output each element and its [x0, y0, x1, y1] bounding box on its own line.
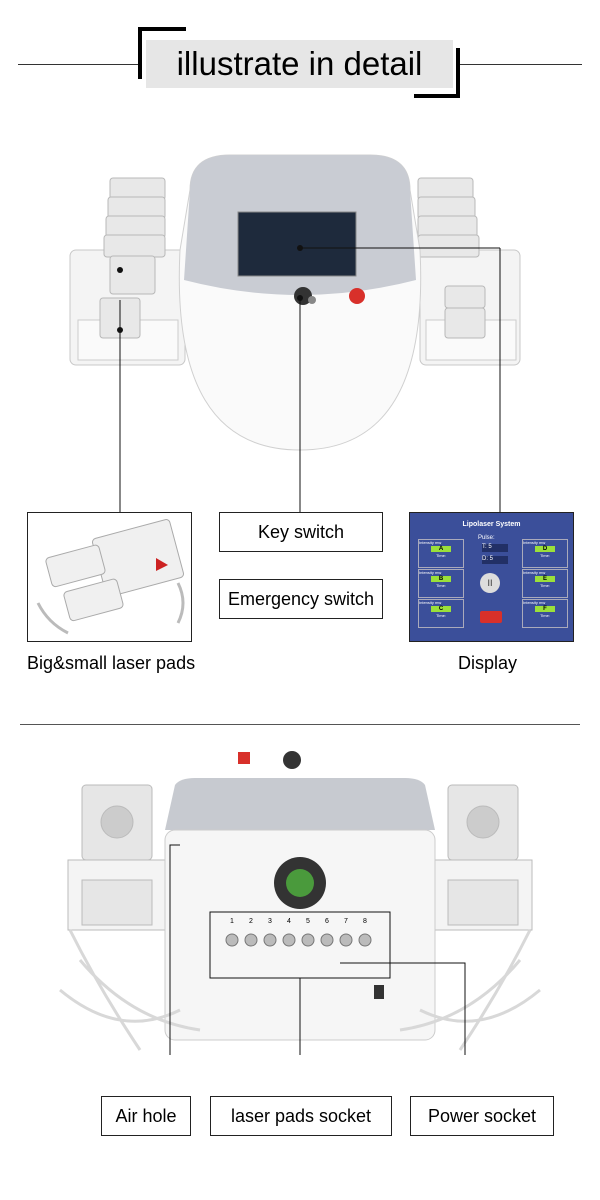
bracket-top: [138, 27, 186, 31]
laser-pad-socket: [301, 933, 315, 947]
screen-title: Lipolaser System: [462, 521, 521, 528]
channel-panel-e: Intensity mw E Time:: [522, 569, 568, 598]
laser-pads-socket-label: laser pads socket: [210, 1096, 392, 1136]
laser-pad-socket: [282, 933, 296, 947]
channel-letter: C: [431, 606, 451, 612]
channel-panel-b: Intensity mw B Time:: [418, 569, 464, 598]
back-main-unit: [164, 751, 436, 1041]
laser-pad-socket: [225, 933, 239, 947]
front-machine-illustration: [69, 154, 521, 512]
back-right-pads: [431, 784, 533, 931]
emergency-button: [349, 288, 365, 304]
section-divider: [20, 724, 580, 725]
channel-panel-a: Intensity mw A Time:: [418, 539, 464, 568]
laser-pad-socket: [320, 933, 334, 947]
socket-number: 1: [230, 918, 234, 925]
channel-panel-c: Intensity mw C Time:: [418, 599, 464, 628]
channel-letter: F: [535, 606, 555, 612]
socket-number: 3: [268, 918, 272, 925]
socket-number: 7: [344, 918, 348, 925]
bracket-left: [138, 27, 142, 79]
touch-screen: [237, 211, 357, 277]
channel-panel-f: Intensity mw F Time:: [522, 599, 568, 628]
socket-number: 6: [325, 918, 329, 925]
pulse-label: Pulse:: [478, 535, 495, 541]
laser-pad-socket: [339, 933, 353, 947]
socket-number: 2: [249, 918, 253, 925]
laser-pad-socket: [244, 933, 258, 947]
back-button: [480, 611, 502, 623]
laser-pad-socket: [263, 933, 277, 947]
air-hole-label: Air hole: [101, 1096, 191, 1136]
power-switch: [374, 985, 384, 999]
socket-number: 8: [363, 918, 367, 925]
back-leader-lines: [169, 844, 466, 1055]
bracket-bottom: [414, 94, 460, 98]
key-switch-label: Key switch: [219, 512, 383, 552]
display-screenshot: Lipolaser System Pulse: T: 5 D: 5 II Int…: [409, 512, 574, 642]
header-rule-left: [18, 64, 140, 65]
laser-pads-photo: [27, 512, 192, 642]
emergency-switch-label: Emergency switch: [219, 579, 383, 619]
display-caption: Display: [458, 653, 518, 673]
channel-letter: E: [535, 576, 555, 582]
right-laser-pads: [417, 177, 486, 339]
pause-button: II: [480, 573, 500, 593]
t-readout: T: 5: [482, 544, 508, 552]
pads-caption: Big&small laser pads: [27, 653, 196, 673]
socket-number: 5: [306, 918, 310, 925]
channel-letter: A: [431, 546, 451, 552]
channel-panel-d: Intensity mw D Time:: [522, 539, 568, 568]
socket-number: 4: [287, 918, 291, 925]
header-rule-right: [460, 64, 582, 65]
section-title: illustrate in detail: [146, 40, 453, 88]
d-readout: D: 5: [482, 556, 508, 564]
channel-letter: D: [535, 546, 555, 552]
back-left-pads: [67, 784, 169, 931]
left-pad-holder: [69, 249, 186, 366]
cables: [59, 929, 541, 1051]
bracket-right: [456, 48, 460, 98]
channel-letter: B: [431, 576, 451, 582]
leader-lines: [119, 247, 501, 512]
laser-pad-socket: [358, 933, 372, 947]
power-socket-label: Power socket: [410, 1096, 554, 1136]
